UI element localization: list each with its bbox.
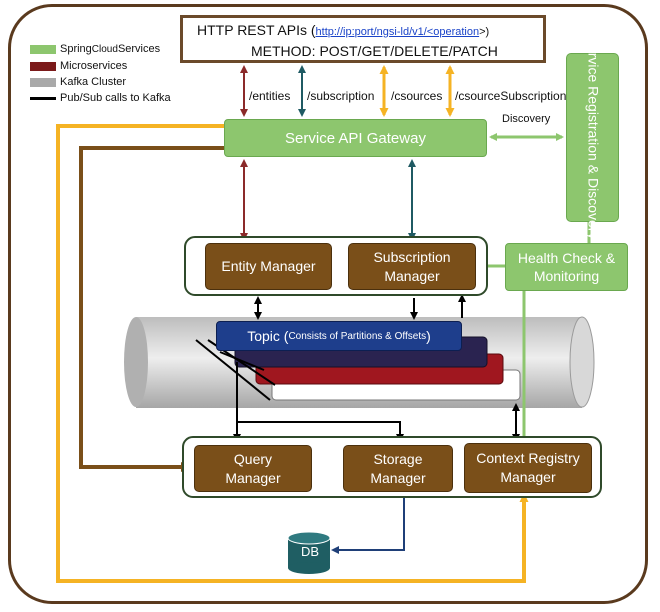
kafka-storage-arrow xyxy=(237,421,404,442)
legend-label: Microservices xyxy=(60,60,128,72)
legend-item-microservices: Microservices xyxy=(30,59,127,73)
api-url-suffix: >) xyxy=(479,26,490,38)
context-registry-manager-line1: Context Registry xyxy=(476,450,580,466)
legend-label: Kafka Cluster xyxy=(60,76,127,88)
kafka-cluster-swatch xyxy=(30,77,56,87)
topic-label: Topic ( xyxy=(247,328,289,344)
query-manager: Query Manager xyxy=(194,445,312,492)
legend-label: Pub/Sub calls to Kafka xyxy=(60,92,171,104)
gateway-label: Service API Gateway xyxy=(285,129,426,147)
storage-db-arrow xyxy=(331,495,405,554)
entities-endpoint-label: /entities xyxy=(249,89,291,103)
subscription-manager: Subscription Manager xyxy=(348,243,476,290)
pubsub-line-swatch xyxy=(30,96,56,100)
db-cylinder xyxy=(287,531,331,574)
legend-item-spring-cloud: Spring Cloud Services xyxy=(30,42,160,56)
legend-item-pubsub: Pub/Sub calls to Kafka xyxy=(30,91,171,105)
topic-fanout-lines-3 xyxy=(219,351,265,371)
subscription-manager-line1: Subscription xyxy=(373,248,451,265)
microservices-swatch xyxy=(30,61,56,71)
legend-label-rest: Services xyxy=(117,43,161,55)
health-check-monitoring: Health Check & Monitoring xyxy=(505,243,628,291)
csource-subscription-endpoint-label: /csourceSubscription xyxy=(455,89,567,103)
db-label: DB xyxy=(300,544,320,559)
query-manager-line1: Query xyxy=(233,450,273,467)
subscription-manager-line2: Manager xyxy=(384,267,440,284)
storage-manager-line2: Manager xyxy=(370,469,426,486)
topic-close: ) xyxy=(426,328,431,344)
kafka-topic: Topic (Consists of Partitions & Offsets) xyxy=(216,321,462,351)
legend-item-kafka-cluster: Kafka Cluster xyxy=(30,75,126,89)
csource-flow-line xyxy=(56,124,529,583)
storage-manager-line1: Storage xyxy=(373,450,423,467)
health-label-line2: Monitoring xyxy=(533,268,600,284)
subscription-endpoint-label: /subscription xyxy=(307,89,375,103)
query-manager-line2: Manager xyxy=(225,469,281,486)
spring-cloud-swatch xyxy=(30,44,56,54)
query-flow-line xyxy=(79,146,224,472)
service-registration-discovery: Service Registration & Discovery xyxy=(566,36,619,239)
api-title: HTTP REST APIs (http://ip:port/ngsi-ld/v… xyxy=(197,22,489,38)
http-rest-api-box: HTTP REST APIs (http://ip:port/ngsi-ld/v… xyxy=(180,15,546,63)
context-registry-manager-line2: Manager xyxy=(500,469,556,485)
api-title-text: HTTP REST APIs ( xyxy=(197,22,316,38)
csources-endpoint-label: /csources xyxy=(391,89,443,103)
health-label-line1: Health Check & xyxy=(517,250,616,266)
entity-manager-label: Entity Manager xyxy=(221,258,316,274)
api-methods: METHOD: POST/GET/DELETE/PATCH xyxy=(251,43,498,59)
kafka-topic-partitions xyxy=(234,336,521,401)
storage-manager: Storage Manager xyxy=(343,445,453,492)
legend-label: Spring xyxy=(60,43,92,55)
context-registry-manager: Context Registry Manager xyxy=(464,443,592,493)
api-url: http://ip:port/ngsi-ld/v1/<operation xyxy=(315,26,480,38)
legend-label-small: Cloud xyxy=(91,43,118,55)
discovery-label: Discovery xyxy=(502,113,551,125)
topic-fanout-lines xyxy=(195,339,271,401)
topic-detail: Consists of Partitions & Offsets xyxy=(288,330,427,342)
entity-manager: Entity Manager xyxy=(205,243,332,290)
service-api-gateway: Service API Gateway xyxy=(224,119,487,157)
system-frame xyxy=(8,4,648,604)
registry-label: Service Registration & Discovery xyxy=(585,35,602,240)
